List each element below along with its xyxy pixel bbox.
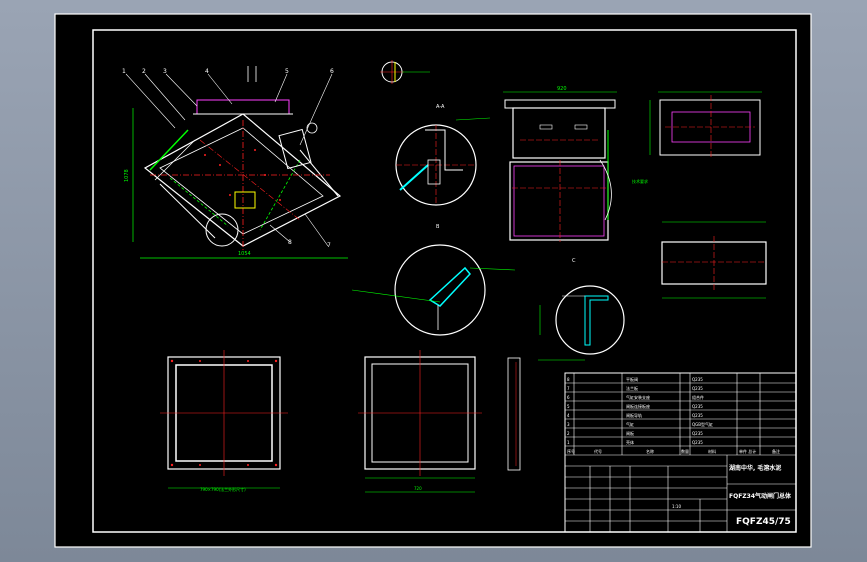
part-name: 气缸 — [626, 421, 634, 427]
balloon-1: 1 — [122, 68, 126, 75]
part-no: 8 — [567, 377, 570, 382]
header-seq: 序号 — [567, 448, 575, 454]
balloon-4: 4 — [205, 68, 209, 75]
detail-circle-b — [205, 213, 239, 247]
balloon-7: 7 — [327, 242, 331, 249]
part-material: QGB型气缸 — [692, 421, 713, 427]
part-no: 5 — [567, 404, 570, 409]
part-no: 1 — [567, 440, 570, 445]
balloon-5: 5 — [285, 68, 289, 75]
flange-dim-left: 790×790(法兰外形尺寸) — [200, 486, 246, 492]
header-notes: 备注 — [772, 448, 780, 454]
part-name: 法兰板 — [626, 385, 638, 391]
part-name: 闸板连接板座 — [626, 403, 650, 409]
balloon-2: 2 — [142, 68, 146, 75]
part-material: Q235 — [692, 431, 703, 436]
detail-small — [380, 60, 430, 84]
part-name: 壳体 — [626, 439, 634, 445]
flange-view-left: 790×790(法兰外形尺寸) — [160, 350, 288, 492]
part-no: 4 — [567, 413, 570, 418]
section-c-title: C — [572, 258, 576, 264]
part-name: 气缸安装支座 — [626, 394, 650, 400]
section-b-title: B — [436, 224, 440, 230]
part-no: 2 — [567, 431, 570, 436]
drawing-number: FQFZ45/75 — [736, 517, 791, 527]
drawing-frame — [92, 29, 797, 533]
part-no: 7 — [567, 386, 570, 391]
header-code: 代号 — [594, 448, 602, 454]
side-view: 920 — [503, 86, 617, 242]
flange-view-mid: 720 — [358, 350, 521, 493]
flange-dim-mid: 720 — [414, 486, 422, 491]
side-dim: 920 — [557, 86, 567, 92]
balloon-3: 3 — [163, 68, 167, 75]
header-weight: 单件 总计 — [739, 448, 756, 454]
part-material: Q235 — [692, 440, 703, 445]
header-qty: 数量 — [681, 448, 689, 454]
header-name: 名称 — [646, 448, 654, 454]
sheet-border — [54, 13, 812, 548]
scale-label: 1:10 — [672, 504, 681, 509]
main-view: 1078 1054 1 2 3 4 5 6 7 8 — [122, 66, 348, 259]
title-block: 8 平板阀 Q235 7 法兰板 Q235 6 气缸安装支座 组合件 5 闸板连… — [564, 372, 797, 533]
part-name: 闸板导轨 — [626, 412, 642, 418]
section-c-view: C — [538, 258, 625, 361]
drawing-title: FQFZ34气动闸门总体 — [729, 492, 792, 500]
part-name: 闸板 — [626, 430, 634, 436]
balloon-6: 6 — [330, 68, 334, 75]
part-material: Q235 — [692, 377, 703, 382]
part-material: Q235 — [692, 413, 703, 418]
section-a-view: A-A — [395, 104, 491, 206]
part-name: 平板阀 — [626, 376, 638, 382]
header-material: 材料 — [708, 448, 716, 454]
balloon-8: 8 — [288, 239, 292, 246]
right-top-view: 技术要求 — [632, 91, 762, 184]
section-a-title: A-A — [436, 104, 445, 110]
width-dim: 1054 — [238, 251, 251, 257]
height-dim: 1078 — [124, 169, 130, 182]
part-material: Q235 — [692, 404, 703, 409]
note-text: 技术要求 — [632, 178, 648, 184]
part-no: 3 — [567, 422, 570, 427]
section-b-view: B — [351, 224, 516, 336]
part-material: 组合件 — [692, 394, 704, 400]
part-material: Q235 — [692, 386, 703, 391]
right-mid-view — [661, 221, 767, 299]
company-name: 湖南中华, 毛溶水泥 — [729, 464, 781, 472]
part-no: 6 — [567, 395, 570, 400]
